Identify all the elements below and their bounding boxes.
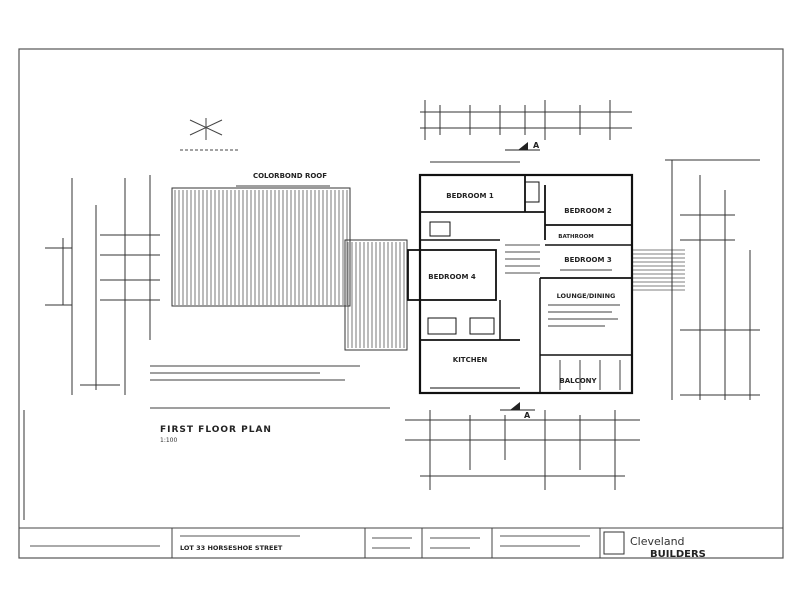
room-bedroom-1: BEDROOM 1	[446, 192, 494, 200]
company-sub: BUILDERS	[650, 549, 706, 560]
top-dimension-lines	[420, 100, 632, 163]
room-bedroom-2: BEDROOM 2	[564, 207, 612, 215]
room-notes	[150, 185, 620, 409]
section-marker-top-icon	[505, 142, 540, 151]
room-bedroom-4: BEDROOM 4	[428, 273, 476, 281]
roof-label: COLORBOND ROOF	[253, 172, 327, 180]
project-address: LOT 33 HORSESHOE STREET	[180, 544, 283, 552]
roof-lower-outline	[344, 239, 408, 351]
section-tag-bottom: A	[524, 411, 531, 420]
company-logo	[603, 531, 625, 555]
section-marker-bottom-icon	[500, 402, 535, 411]
bottom-dimension-lines	[405, 410, 640, 490]
roof-outline	[171, 187, 351, 307]
floor-plan	[407, 173, 634, 395]
roof-hatching	[174, 190, 405, 348]
title-block-text	[30, 535, 590, 549]
room-lounge-dining: LOUNGE/DINING	[557, 292, 616, 300]
left-dimension-lines	[45, 175, 160, 395]
north-arrow-icon	[180, 118, 238, 151]
room-balcony: BALCONY	[559, 377, 597, 385]
drawing-scale: 1:100	[160, 437, 177, 444]
room-bedroom-3: BEDROOM 3	[564, 256, 612, 264]
company-name: Cleveland	[630, 535, 685, 548]
drawing-title: FIRST FLOOR PLAN	[160, 425, 272, 435]
room-bathroom: BATHROOM	[558, 234, 593, 240]
right-dimension-lines	[665, 159, 760, 400]
sheet-border	[18, 48, 784, 559]
room-kitchen: KITCHEN	[453, 356, 488, 364]
section-tag-top: A	[533, 141, 540, 150]
title-block	[19, 527, 783, 558]
deck-hatching	[632, 249, 685, 291]
